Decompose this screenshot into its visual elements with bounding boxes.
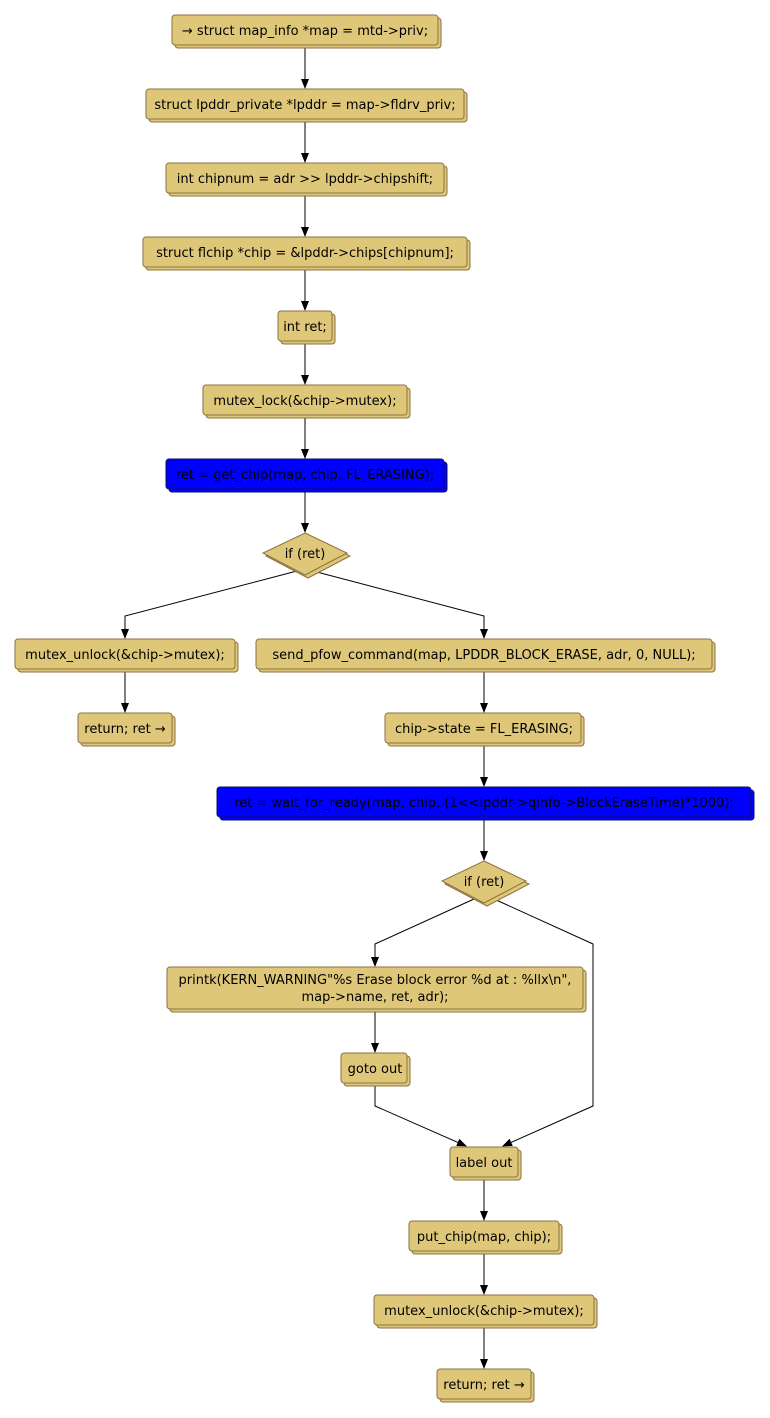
node-label-out-label: label out (456, 1156, 513, 1171)
node-mutex-unlock-early: mutex_unlock(&chip->mutex); (14, 638, 239, 673)
node-goto-out: goto out (340, 1052, 411, 1087)
edges (121, 46, 594, 1369)
node-send-pfow-command: send_pfow_command(map, LPDDR_BLOCK_ERASE… (255, 638, 716, 673)
node-mutex-lock-label: mutex_lock(&chip->mutex); (213, 394, 396, 409)
edge-d1-n8 (121, 570, 298, 639)
node-chip-state: chip->state = FL_ERASING; (384, 712, 585, 747)
node-put-chip: put_chip(map, chip); (408, 1220, 563, 1255)
node-wait-for-ready-label: ret = wait_for_ready(map, chip, (1<<lpdd… (234, 796, 734, 811)
node-return-early-label: return; ret → (84, 722, 166, 737)
decision-if-ret-2-label: if (ret) (464, 875, 505, 890)
edge-d1-n10 (312, 570, 488, 639)
node-return-early: return; ret → (77, 712, 176, 747)
node-label-out: label out (449, 1146, 522, 1181)
edge-d2-n13 (371, 898, 475, 967)
node-return-final-label: return; ret → (443, 1378, 525, 1393)
node-chipnum-label: int chipnum = adr >> lpddr->chipshift; (177, 172, 433, 187)
node-put-chip-label: put_chip(map, chip); (417, 1230, 551, 1245)
node-flchip: struct flchip *chip = &lpddr->chips[chip… (142, 236, 471, 271)
node-return-final: return; ret → (436, 1368, 535, 1403)
node-int-ret: int ret; (277, 310, 336, 345)
edge-n14-n15 (374, 1084, 467, 1147)
node-goto-out-label: goto out (348, 1062, 403, 1077)
node-map-info-label: → struct map_info *map = mtd->priv; (182, 24, 428, 39)
node-wait-for-ready: ret = wait_for_ready(map, chip, (1<<lpdd… (216, 786, 755, 821)
node-map-info: → struct map_info *map = mtd->priv; (171, 14, 442, 49)
node-int-ret-label: int ret; (283, 320, 327, 335)
node-mutex-unlock-final-label: mutex_unlock(&chip->mutex); (384, 1304, 584, 1319)
node-mutex-lock: mutex_lock(&chip->mutex); (202, 384, 411, 419)
node-flchip-label: struct flchip *chip = &lpddr->chips[chip… (156, 246, 454, 261)
edge-d2-n15 (493, 898, 594, 1147)
node-send-pfow-command-label: send_pfow_command(map, LPDDR_BLOCK_ERASE… (272, 648, 695, 663)
node-chipnum: int chipnum = adr >> lpddr->chipshift; (165, 162, 448, 197)
node-mutex-unlock-final: mutex_unlock(&chip->mutex); (373, 1294, 598, 1329)
node-printk-warning: printk(KERN_WARNING"%s Erase block error… (166, 966, 587, 1013)
node-printk-warning-line-2: map->name, ret, adr); (301, 990, 448, 1005)
decision-if-ret-2: if (ret) (440, 860, 531, 907)
node-lpddr-private: struct lpddr_private *lpddr = map->fldrv… (145, 88, 468, 123)
node-lpddr-private-label: struct lpddr_private *lpddr = map->fldrv… (154, 98, 455, 113)
decision-if-ret-1: if (ret) (261, 532, 352, 579)
node-mutex-unlock-early-label: mutex_unlock(&chip->mutex); (25, 648, 225, 663)
decision-if-ret-1-label: if (ret) (285, 547, 326, 562)
node-get-chip: ret = get_chip(map, chip, FL_ERASING); (165, 458, 448, 493)
node-chip-state-label: chip->state = FL_ERASING; (395, 722, 573, 737)
node-printk-warning-line-1: printk(KERN_WARNING"%s Erase block error… (179, 973, 572, 988)
node-get-chip-label: ret = get_chip(map, chip, FL_ERASING); (176, 468, 434, 483)
